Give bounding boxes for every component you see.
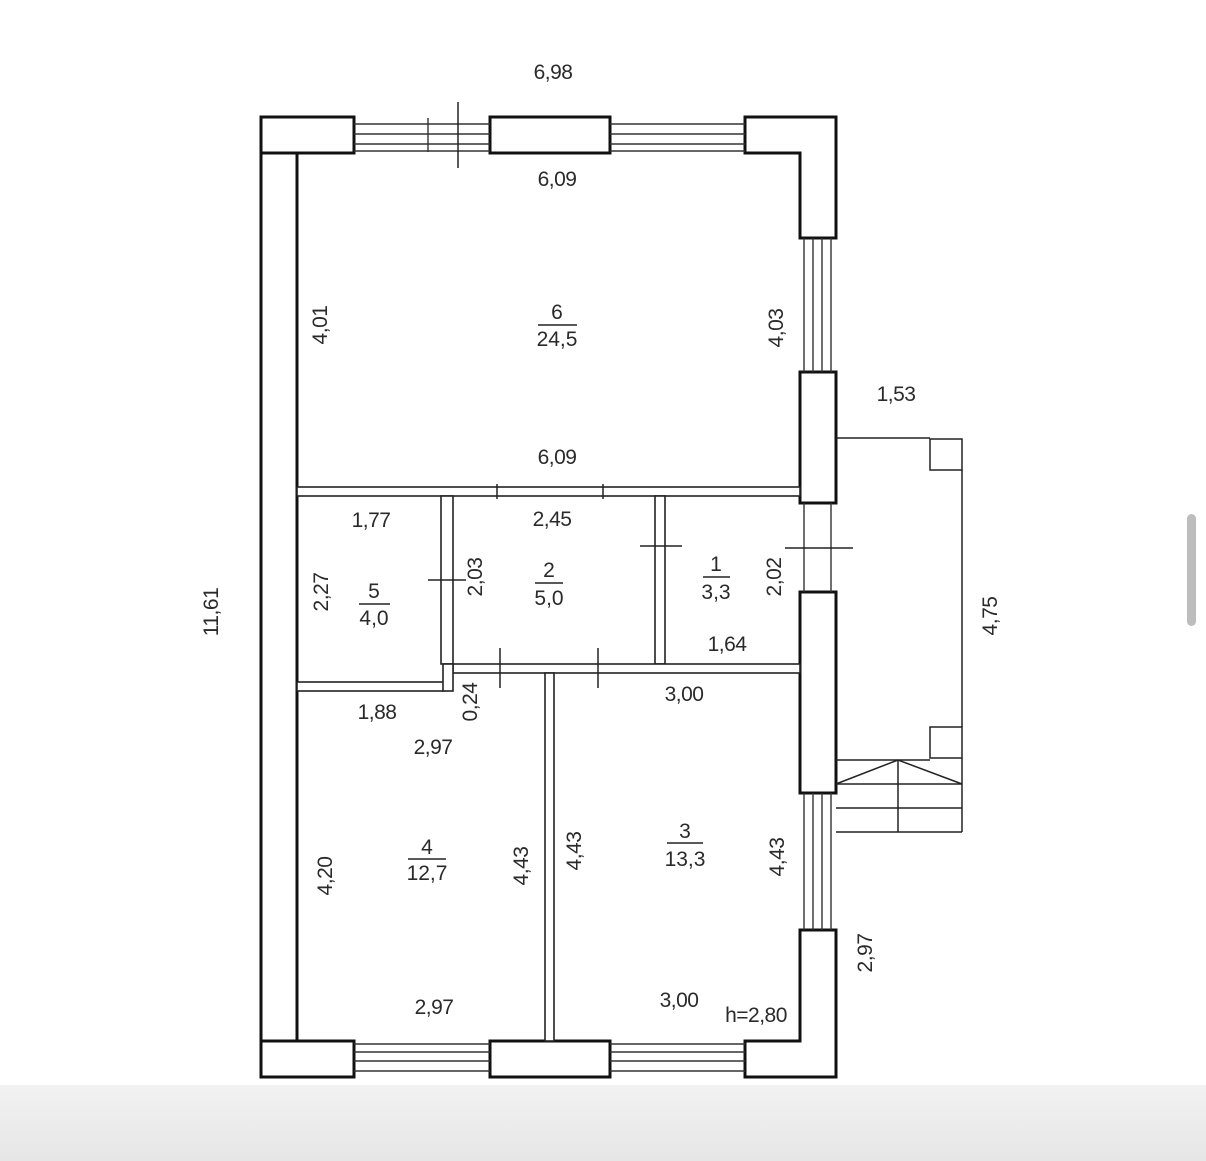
partition-room5-bottom [296, 681, 445, 692]
room-number: 4 [421, 836, 433, 859]
window-top-right [610, 123, 745, 152]
interior-walls [296, 486, 801, 1042]
windows [354, 118, 832, 1072]
window-bottom-right [610, 1043, 745, 1072]
dim-room4-left: 4,20 [314, 857, 337, 896]
dim-corridor: 0,24 [459, 682, 482, 722]
room-number: 2 [543, 559, 555, 582]
dim-outer-width: 6,98 [534, 61, 573, 84]
porch [835, 437, 963, 833]
partition-room2-room1 [654, 495, 666, 665]
dim-room6-left: 4,01 [309, 306, 332, 345]
room-6-label: 6 24,5 [537, 301, 578, 351]
dim-porch-width: 1,53 [877, 383, 916, 406]
dim-room3-bottom: 3,00 [660, 989, 699, 1012]
porch-post-lower [929, 726, 963, 759]
porch-post-upper [929, 438, 963, 471]
dim-room4-top: 2,97 [414, 736, 453, 759]
dim-room3-left: 4,43 [563, 832, 586, 871]
dim-room5-bottom: 1,88 [358, 701, 397, 724]
room-4-label: 4 12,7 [407, 836, 448, 885]
bottom-bar [0, 1085, 1206, 1161]
right-wall-middle [798, 590, 838, 795]
exterior-walls [259, 115, 838, 1079]
scrollbar-thumb[interactable] [1187, 514, 1196, 626]
room-area: 3,3 [701, 581, 730, 604]
dim-room3-top: 3,00 [665, 683, 704, 706]
room-number: 1 [710, 553, 722, 576]
dim-room6-right: 4,03 [765, 309, 788, 348]
room-number: 3 [679, 820, 691, 843]
right-wall-upper [798, 370, 838, 505]
room-2-label: 2 5,0 [534, 559, 563, 610]
room-number: 5 [368, 580, 380, 603]
top-wall-middle [488, 115, 612, 155]
bottom-wall-middle [488, 1039, 612, 1079]
window-bottom-left [354, 1043, 490, 1072]
room-3-label: 3 13,3 [665, 820, 706, 871]
top-right-corner-wall [743, 115, 838, 240]
door-marks [428, 102, 853, 688]
room-labels: 6 24,5 5 4,0 2 5,0 1 3,3 4 12,7 3 13,3 [359, 301, 731, 885]
room-number: 6 [551, 301, 563, 324]
window-right-lower [803, 793, 832, 930]
dim-room1-side: 2,02 [763, 558, 786, 597]
dim-room3-right: 4,43 [766, 838, 789, 877]
dim-room2-side: 2,03 [464, 558, 487, 597]
dim-room5-side: 2,27 [310, 573, 333, 612]
partition-corridor [452, 663, 801, 674]
room-area: 24,5 [537, 328, 578, 351]
dim-left-total: 11,61 [200, 588, 223, 637]
room-area: 4,0 [359, 607, 388, 630]
top-wall-left [259, 115, 356, 155]
partition-room4-room3 [544, 672, 555, 1042]
dim-porch-length: 4,75 [979, 597, 1002, 636]
room-5-label: 5 4,0 [359, 580, 390, 630]
bottom-wall-left [259, 1039, 356, 1079]
room-1-label: 1 3,3 [701, 553, 730, 604]
window-top-left [354, 118, 490, 152]
room-area: 5,0 [534, 587, 563, 610]
partition-corner-joint [442, 663, 454, 692]
room-area: 13,3 [665, 848, 706, 871]
dim-mid-width: 6,09 [538, 446, 577, 469]
partition-horizontal-upper [296, 486, 801, 497]
room-area: 12,7 [407, 862, 448, 885]
dimension-labels: 6,98 6,09 6,09 11,61 4,01 4,03 1,53 4,75… [200, 61, 1002, 1027]
ceiling-height: h=2,80 [725, 1004, 787, 1027]
porch-steps [835, 759, 963, 832]
dim-room1-bottom: 1,64 [708, 633, 748, 656]
dim-right-lower: 2,97 [854, 934, 877, 973]
dim-top-inner: 6,09 [538, 168, 577, 191]
bottom-right-corner-wall [743, 928, 838, 1079]
dim-room5-top: 1,77 [352, 509, 391, 532]
dim-room4-bottom: 2,97 [415, 996, 454, 1019]
dim-room4-right: 4,43 [510, 847, 533, 886]
dim-room2-top: 2,45 [533, 508, 572, 531]
window-right-upper [803, 238, 832, 372]
